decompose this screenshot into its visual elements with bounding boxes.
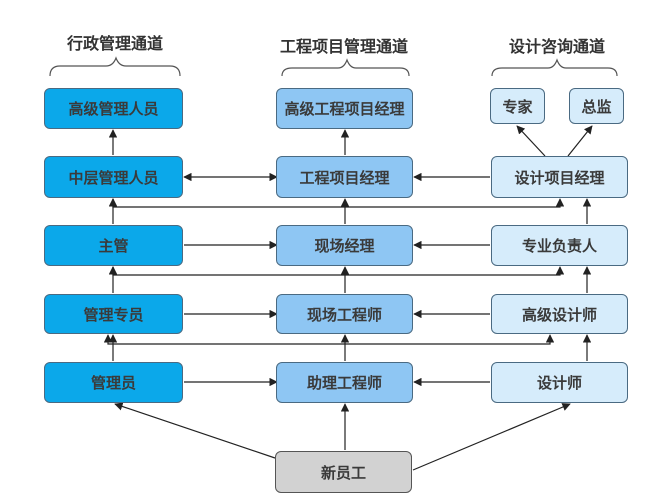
design-arrow-to-expert — [516, 125, 546, 157]
node-middle-manager: 中层管理人员 — [44, 156, 183, 198]
design-heading-brace — [491, 58, 618, 77]
node-discipline-lead: 专业负责人 — [491, 225, 628, 266]
node-expert: 专家 — [490, 88, 545, 124]
cross-link-row2 — [108, 198, 565, 208]
cross-link-row3 — [108, 266, 565, 276]
node-director: 总监 — [569, 88, 624, 124]
node-site-engineer: 现场工程师 — [276, 294, 413, 334]
engineering-heading-brace — [281, 58, 410, 77]
admin-heading-brace — [49, 56, 181, 77]
node-senior-manager: 高级管理人员 — [44, 88, 183, 129]
node-new-employee: 新员工 — [275, 451, 412, 493]
entry-arrow-admin — [114, 402, 276, 459]
cross-link-row4 — [103, 334, 555, 345]
node-supervisor: 主管 — [44, 225, 183, 266]
node-senior-designer: 高级设计师 — [491, 294, 628, 334]
design-channel-heading: 设计咨询通道 — [508, 37, 605, 56]
design-arrow-to-director — [567, 125, 593, 157]
node-assistant-engineer: 助理工程师 — [276, 362, 413, 403]
admin-channel-heading: 行政管理通道 — [66, 34, 163, 53]
node-design-project-manager: 设计项目经理 — [491, 156, 628, 198]
node-admin-specialist: 管理专员 — [44, 294, 183, 334]
node-site-manager: 现场经理 — [276, 225, 413, 266]
engineering-channel-heading: 工程项目管理通道 — [279, 37, 408, 56]
entry-arrow-design — [412, 403, 571, 471]
node-senior-project-manager: 高级工程项目经理 — [276, 88, 413, 129]
node-designer: 设计师 — [491, 362, 628, 403]
node-administrator: 管理员 — [44, 362, 183, 403]
node-project-manager: 工程项目经理 — [276, 156, 413, 198]
